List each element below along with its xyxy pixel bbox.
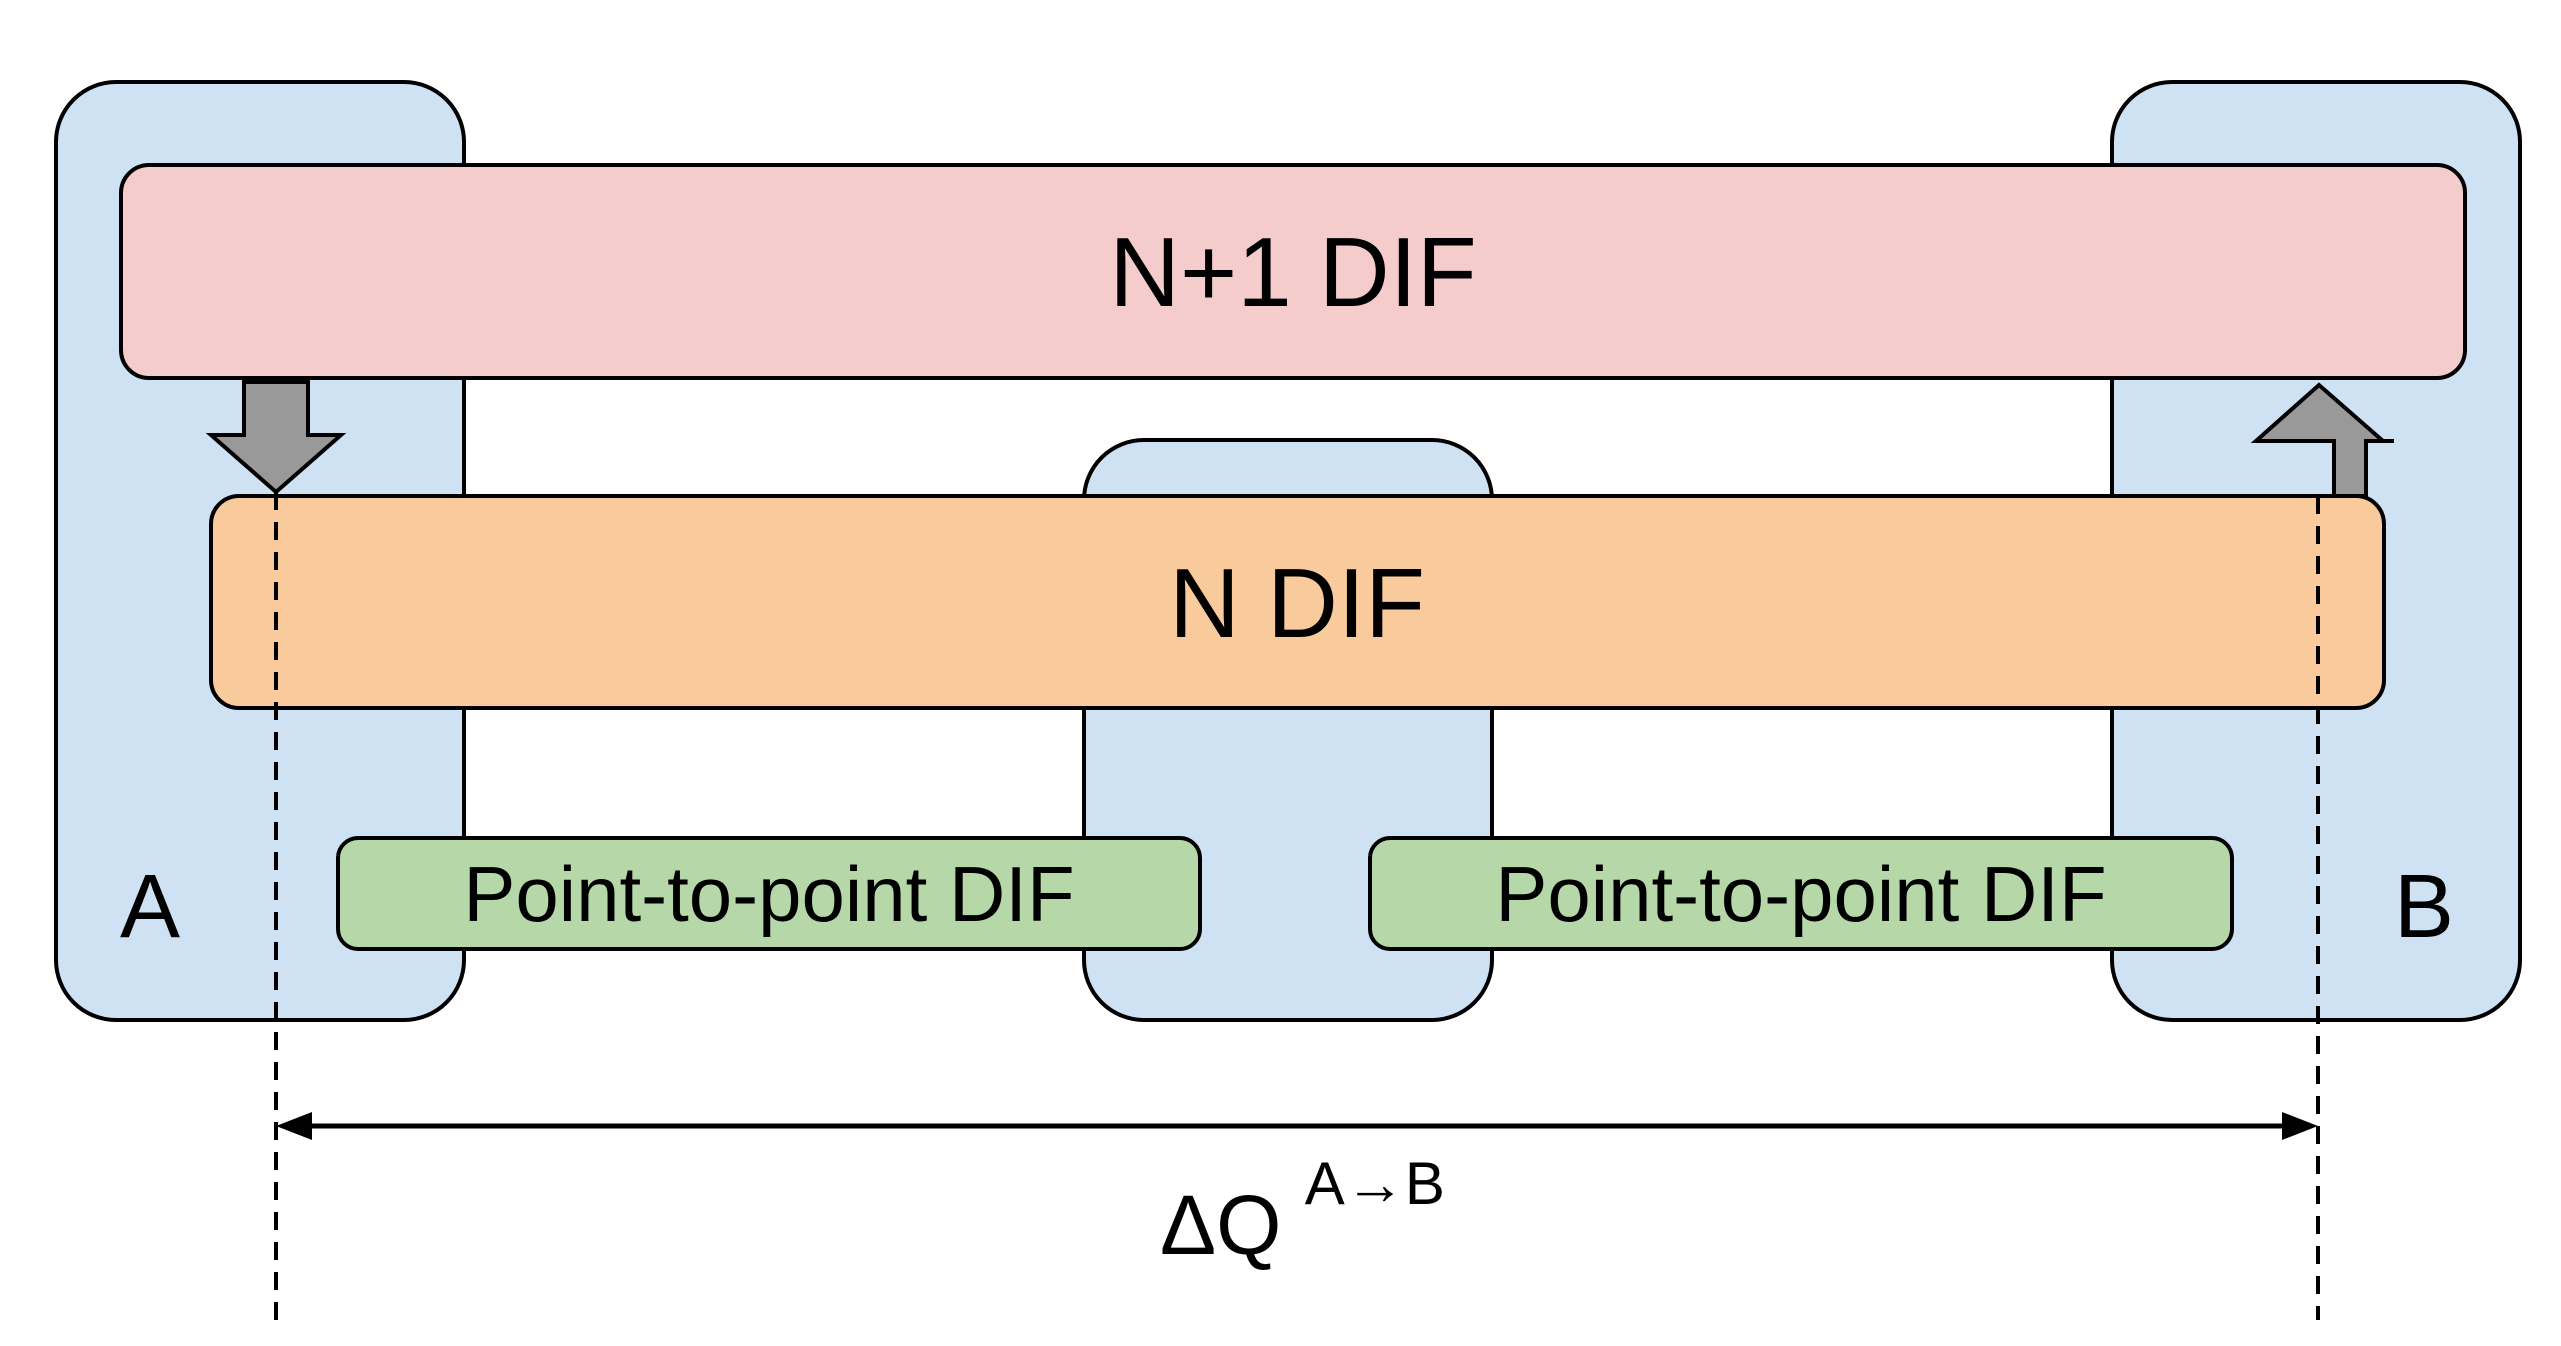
n-dif-label: N DIF [1169,548,1425,658]
p2p-dif-left-box [336,836,1202,951]
p2p-dif-right-label: Point-to-point DIF [1495,850,2106,938]
arrowhead-left-icon [276,1112,312,1140]
down-arrow-icon [205,380,347,495]
up-arrow-icon [2250,382,2394,498]
n-plus-1-dif-label: N+1 DIF [1109,217,1477,327]
n-dif-box [209,494,2386,710]
node-b-label: B [2394,857,2454,957]
p2p-dif-left-label: Point-to-point DIF [463,850,1074,938]
arrowhead-right-icon [2282,1112,2318,1140]
n-plus-1-dif-box [119,163,2467,380]
p2p-dif-right-box [1368,836,2234,951]
node-a-label: A [120,857,180,957]
delta-q-label: ΔQ A→B [1160,1150,1445,1272]
delta-q-superscript: A→B [1305,1150,1445,1217]
delta-q-symbol: ΔQ [1160,1178,1281,1272]
